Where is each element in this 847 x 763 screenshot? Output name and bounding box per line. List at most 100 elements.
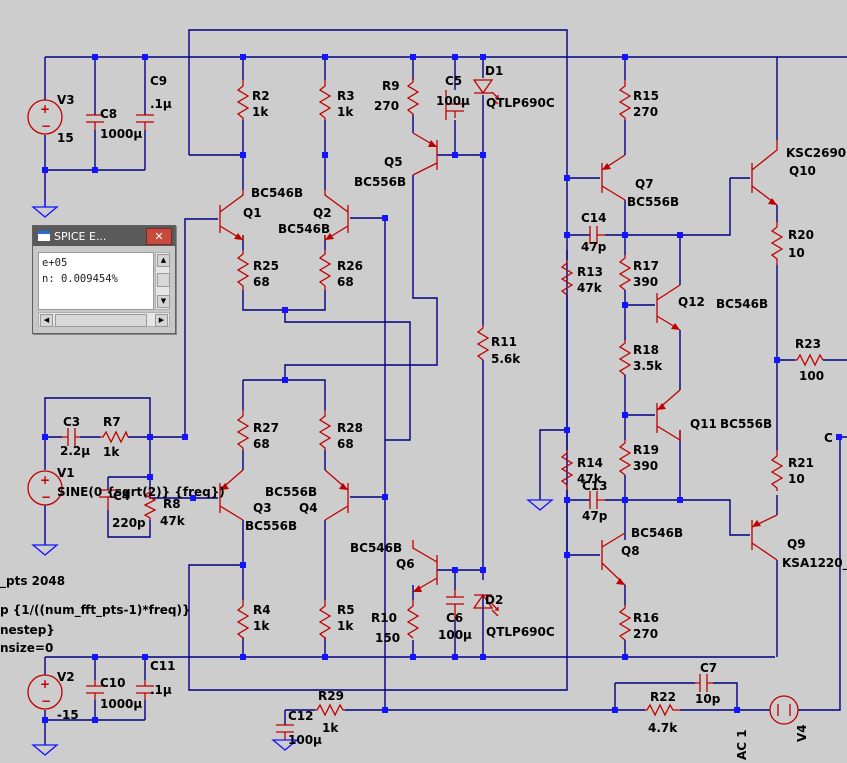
label-q10: Q10 [789,164,816,178]
label-q2-value: BC546B [278,222,330,236]
spice-log-line-2: n: 0.009454% [42,273,118,285]
svg-text:−: − [41,694,51,708]
directive-line-4: nsize=0 [0,641,53,655]
label-r29: R29 [318,689,344,703]
label-v1-value: SINE(0 {sqrt(2)} {freq}) [57,485,225,499]
label-r27: R27 [253,421,279,435]
close-button[interactable]: ✕ [146,228,172,245]
horizontal-scroll-thumb[interactable] [55,314,147,327]
label-r17: R17 [633,259,659,273]
label-c13: C13 [582,479,608,493]
label-r13: R13 [577,265,603,279]
label-q9: Q9 [787,537,806,551]
label-c11-value: .1µ [150,683,172,697]
label-r11: R11 [491,335,517,349]
resistor-r28 [318,410,332,450]
label-c6-value: 100µ [438,628,472,642]
capacitor-c7 [695,674,713,692]
source-v3: +− [27,99,63,135]
label-r15: R15 [633,89,659,103]
voltage-sources[interactable]: +− +− +− [27,99,799,725]
capacitors[interactable] [62,90,713,740]
vertical-scroll-thumb[interactable] [157,273,170,287]
label-d1-value: QTLP690C [486,96,555,110]
label-r7-value: 1k [103,445,120,459]
label-c13-value: 47p [582,509,608,523]
diodes[interactable] [472,79,500,617]
label-r11-value: 5.6k [491,352,521,366]
spice-window-title: SPICE E... [54,229,107,243]
resistor-r5 [318,600,332,640]
spice-error-log-window[interactable]: SPICE E... ✕ e+05 n: 0.009454% ▲ ▼ ◀ ▶ [32,225,176,334]
label-r20-value: 10 [788,246,805,260]
svg-text:+: + [40,473,50,487]
label-r2-value: 1k [252,105,269,119]
diode-d1 [472,79,500,105]
label-c6: C6 [446,611,463,625]
label-q7-value: BC556B [627,195,679,209]
label-c9-value: .1µ [150,97,172,111]
source-v2: +− [27,674,63,710]
label-r15-value: 270 [633,105,658,119]
scroll-down-icon[interactable]: ▼ [157,295,170,308]
label-v3: V3 [57,93,75,107]
transistor-q11 [656,389,681,442]
resistors[interactable] [100,78,824,717]
transistor-q9 [751,514,778,561]
label-q3-value: BC556B [265,485,317,499]
label-r9-value: 270 [374,99,399,113]
label-c14: C14 [581,211,607,225]
scroll-up-icon[interactable]: ▲ [157,254,170,267]
label-r22: R22 [650,690,676,704]
capacitor-c10 [86,680,104,700]
label-c9: C9 [150,74,167,88]
label-r26: R26 [337,259,363,273]
capacitor-c13 [589,491,605,509]
label-r21-value: 10 [788,472,805,486]
capacitor-c14 [589,226,605,244]
label-r18: R18 [633,343,659,357]
label-r29-value: 1k [322,721,339,735]
label-r27-value: 68 [253,437,270,451]
label-q12: Q12 [678,295,705,309]
scroll-left-icon[interactable]: ◀ [40,314,53,327]
transistor-q1 [219,190,244,242]
label-r9: R9 [382,79,400,93]
label-q12-value: BC546B [716,297,768,311]
svg-text:−: − [41,490,51,504]
resistor-r20 [770,222,784,265]
resistor-r10 [406,600,420,639]
horizontal-scrollbar[interactable]: ◀ ▶ [38,312,170,327]
resistor-r8 [143,490,157,520]
label-r8: R8 [163,497,181,511]
label-r2: R2 [252,89,270,103]
label-c8: C8 [100,107,117,121]
label-r28: R28 [337,421,363,435]
label-q1-value: BC546B [251,186,303,200]
spice-log-text[interactable]: e+05 n: 0.009454% [38,252,154,310]
label-q7: Q7 [635,177,654,191]
label-c5: C5 [445,74,462,88]
transistor-q2 [324,190,349,242]
spice-window-titlebar[interactable]: SPICE E... ✕ [33,226,175,246]
capacitor-c4 [99,489,117,510]
label-d2: D2 [485,593,503,607]
capacitor-c12 [276,724,294,740]
label-r23-value: 100 [799,369,824,383]
label-c7-value: 10p [695,692,721,706]
scroll-right-icon[interactable]: ▶ [155,314,168,327]
transistors[interactable] [219,132,778,593]
label-r22-value: 4.7k [648,721,678,735]
label-q11-value: BC556B [720,417,772,431]
label-ksc2690: KSC2690 [786,146,846,160]
label-v1: V1 [57,466,75,480]
resistor-r7 [100,430,129,444]
label-r28-value: 68 [337,437,354,451]
resistor-r22 [645,703,680,717]
directive-line-3: nestep} [0,623,55,637]
vertical-scrollbar[interactable]: ▲ ▼ [155,252,170,310]
svg-text:+: + [40,102,50,116]
label-r14-value: 47k [577,472,603,486]
label-c12-value: 100µ [288,733,322,747]
